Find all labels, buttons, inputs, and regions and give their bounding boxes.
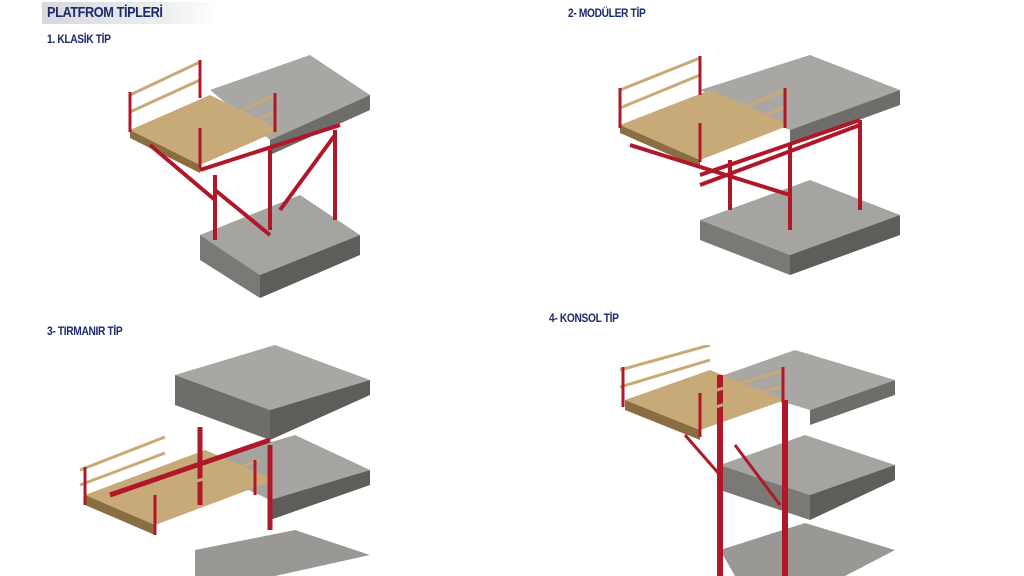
type-label-konsol: 4- KONSOL TİP	[549, 311, 619, 325]
moduler-platform-illustration	[618, 55, 900, 275]
konsol-platform-illustration	[619, 345, 895, 576]
type-label-klasik: 1. KLASİK TİP	[47, 32, 111, 46]
tirmanir-platform-illustration	[79, 345, 370, 576]
type-label-moduler: 2- MODÜLER TİP	[568, 6, 646, 20]
title-bar	[42, 2, 217, 24]
type-label-tirmanir: 3- TIRMANIR TİP	[47, 324, 123, 338]
page-title: PLATFROM TİPLERİ	[47, 4, 163, 21]
klasik-platform-illustration	[128, 55, 370, 298]
